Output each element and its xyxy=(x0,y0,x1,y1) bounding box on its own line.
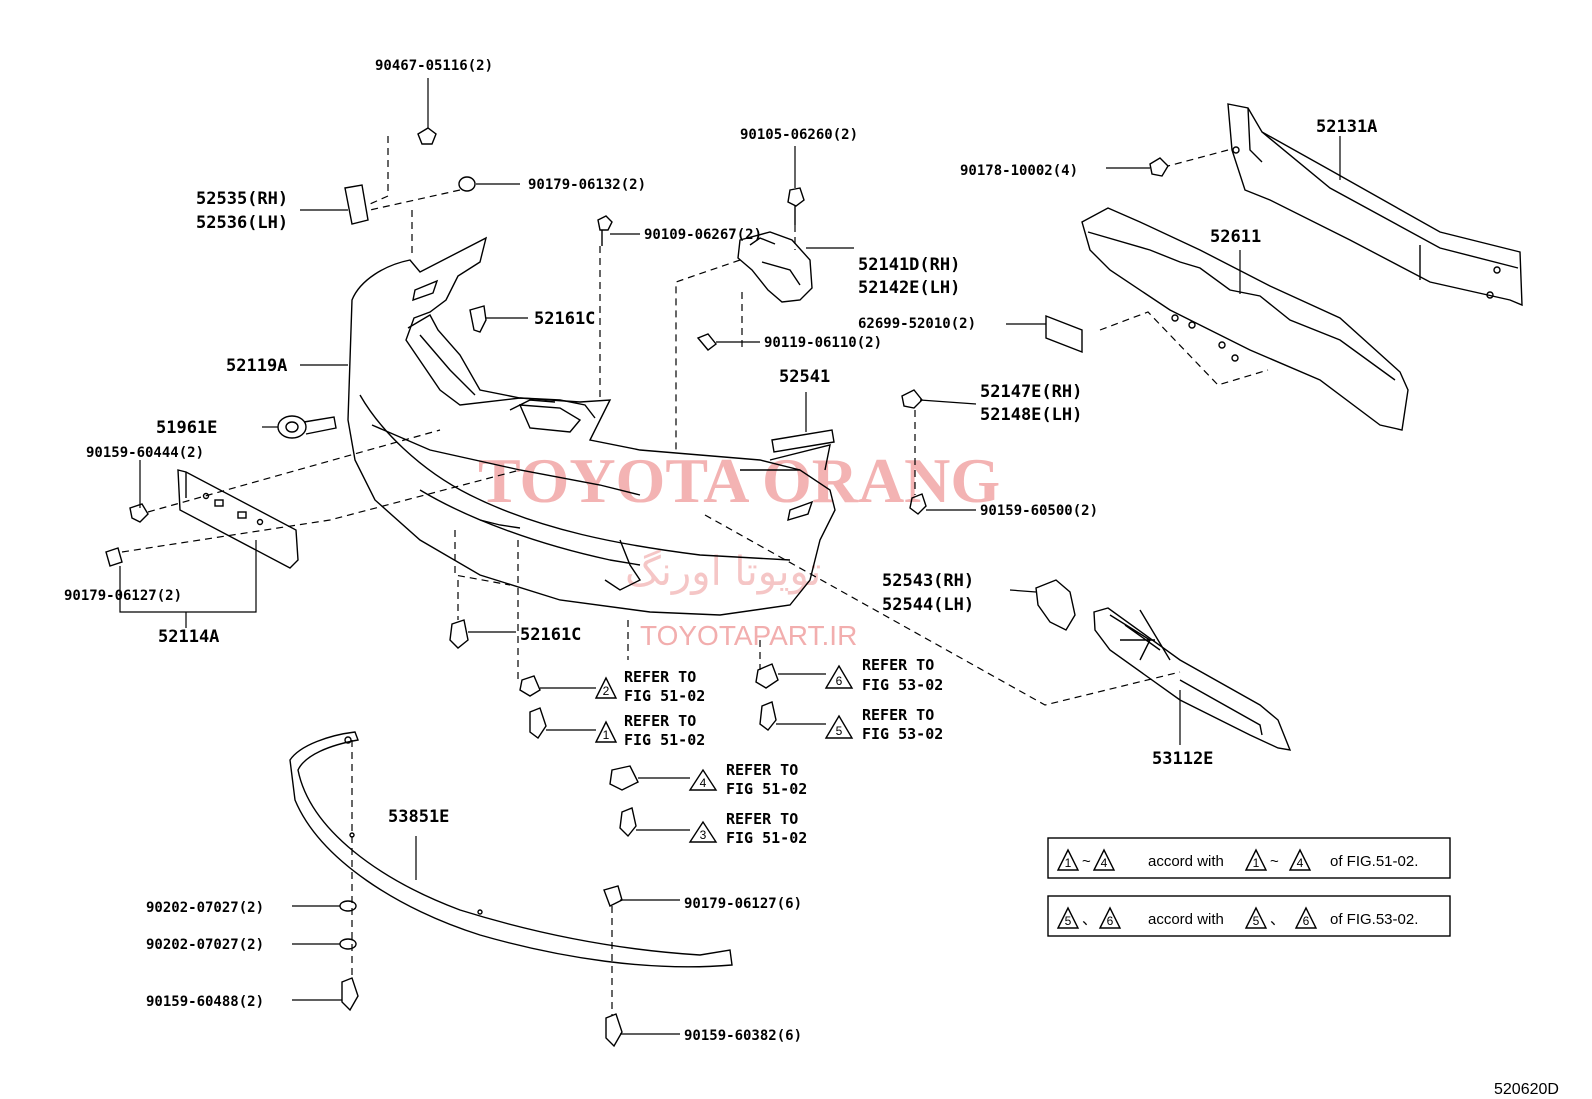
svg-text:2: 2 xyxy=(603,684,610,698)
svg-text:FIG 51-02: FIG 51-02 xyxy=(726,829,807,847)
svg-text:REFER TO: REFER TO xyxy=(726,761,798,779)
svg-text:FIG 51-02: FIG 51-02 xyxy=(726,780,807,798)
label-52141d: 52141D(RH) xyxy=(858,255,960,275)
svg-text:4: 4 xyxy=(700,776,707,790)
label-52161c-top: 52161C xyxy=(534,309,595,329)
svg-text:FIG 51-02: FIG 51-02 xyxy=(624,731,705,749)
svg-text:5: 5 xyxy=(1065,914,1072,928)
label-90179-06127-right: 90179-06127(6) xyxy=(684,896,802,912)
label-90178-10002: 90178-10002(4) xyxy=(960,163,1078,179)
svg-text:3: 3 xyxy=(700,828,707,842)
label-52147e: 52147E(RH) xyxy=(980,382,1082,402)
svg-text:1: 1 xyxy=(1253,856,1260,870)
svg-text:REFER TO: REFER TO xyxy=(726,810,798,828)
label-52543: 52543(RH) xyxy=(882,571,974,591)
refer-callouts: 2 REFER TO FIG 51-02 1 REFER TO FIG 51-0… xyxy=(594,656,943,847)
note-box: 5 、 6 accord with 5 、 6 of FIG.53-02. xyxy=(1047,895,1451,937)
refer-callout: 4 REFER TO FIG 51-02 xyxy=(688,761,807,798)
label-53112e: 53112E xyxy=(1152,749,1213,769)
towing-eye-drawing xyxy=(277,415,337,439)
label-52142e: 52142E(LH) xyxy=(858,278,960,298)
label-52535: 52535(RH) xyxy=(196,189,288,209)
svg-text:4: 4 xyxy=(1101,856,1108,870)
svg-text:~: ~ xyxy=(1270,853,1279,870)
svg-text:~: ~ xyxy=(1082,853,1091,870)
watermark-brand: TOYOTA ORANG xyxy=(478,445,1000,516)
svg-text:、: 、 xyxy=(1082,911,1097,928)
svg-text:4: 4 xyxy=(1297,856,1304,870)
label-90119-06110: 90119-06110(2) xyxy=(764,335,882,351)
label-90105-06260: 90105-06260(2) xyxy=(740,127,858,143)
svg-text:of FIG.51-02.: of FIG.51-02. xyxy=(1330,853,1418,870)
svg-text:1: 1 xyxy=(603,728,610,742)
svg-text:、: 、 xyxy=(1270,911,1285,928)
label-90159-60488: 90159-60488(2) xyxy=(146,994,264,1010)
label-52131a: 52131A xyxy=(1316,117,1377,137)
svg-text:REFER TO: REFER TO xyxy=(862,706,934,724)
svg-text:FIG 51-02: FIG 51-02 xyxy=(624,687,705,705)
refer-callout: 6 REFER TO FIG 53-02 xyxy=(824,656,943,694)
watermark-url: TOYOTAPART.IR xyxy=(640,620,857,651)
label-90159-60382: 90159-60382(6) xyxy=(684,1028,802,1044)
svg-text:REFER TO: REFER TO xyxy=(624,668,696,686)
label-90179-06127-left: 90179-06127(2) xyxy=(64,588,182,604)
label-52541: 52541 xyxy=(779,367,830,387)
lower-spoiler-drawing xyxy=(289,731,733,968)
svg-text:FIG 53-02: FIG 53-02 xyxy=(862,676,943,694)
energy-absorber-drawing xyxy=(1081,207,1409,431)
label-90202-07027-a: 90202-07027(2) xyxy=(146,900,264,916)
refer-callout: 1 REFER TO FIG 51-02 xyxy=(594,712,705,749)
label-52119a: 52119A xyxy=(226,356,287,376)
svg-text:6: 6 xyxy=(836,674,843,688)
svg-text:5: 5 xyxy=(836,724,843,738)
label-52161c-bottom: 52161C xyxy=(520,625,581,645)
fog-cover-drawing xyxy=(1035,579,1076,631)
bumper-reinforcement-drawing xyxy=(1227,103,1523,307)
label-90159-60444: 90159-60444(2) xyxy=(86,445,204,461)
svg-text:of FIG.53-02.: of FIG.53-02. xyxy=(1330,911,1418,928)
figure-code: 520620D xyxy=(1494,1081,1559,1098)
label-62699-52010: 62699-52010(2) xyxy=(858,316,976,332)
svg-text:accord with: accord with xyxy=(1148,853,1224,870)
label-53851e: 53851E xyxy=(388,807,449,827)
license-bracket-drawing xyxy=(177,469,299,569)
label-90467-05116: 90467-05116(2) xyxy=(375,58,493,74)
svg-text:FIG 53-02: FIG 53-02 xyxy=(862,725,943,743)
side-bracket-drawing xyxy=(737,231,813,303)
label-52114a: 52114A xyxy=(158,627,219,647)
svg-text:REFER TO: REFER TO xyxy=(624,712,696,730)
svg-text:6: 6 xyxy=(1107,914,1114,928)
lower-grille-drawing xyxy=(1093,607,1292,751)
refer-callout: 2 REFER TO FIG 51-02 xyxy=(594,668,705,705)
label-52148e: 52148E(LH) xyxy=(980,405,1082,425)
svg-text:accord with: accord with xyxy=(1148,911,1224,928)
label-52536: 52536(LH) xyxy=(196,213,288,233)
leader-lines xyxy=(119,78,1341,1035)
label-52611: 52611 xyxy=(1210,227,1261,247)
part-labels: 90467-05116(2) 52535(RH) 52536(LH) 90179… xyxy=(64,58,1377,1044)
strip-52541-drawing xyxy=(771,429,835,453)
label-52544: 52544(LH) xyxy=(882,595,974,615)
label-90202-07027-b: 90202-07027(2) xyxy=(146,937,264,953)
note-box: 1 ~ 4 accord with 1 ~ 4 of FIG.51-02. xyxy=(1047,837,1451,879)
label-51961e: 51961E xyxy=(156,418,217,438)
bumper-cover-drawing xyxy=(347,236,836,616)
label-90179-06132: 90179-06132(2) xyxy=(528,177,646,193)
label-90159-60500: 90159-60500(2) xyxy=(980,503,1098,519)
svg-text:REFER TO: REFER TO xyxy=(862,656,934,674)
assembly-lines xyxy=(121,136,1269,1016)
svg-text:5: 5 xyxy=(1253,914,1260,928)
svg-text:1: 1 xyxy=(1065,856,1072,870)
label-90109-06267: 90109-06267(2) xyxy=(644,227,762,243)
refer-callout: 5 REFER TO FIG 53-02 xyxy=(824,706,943,743)
refer-callout: 3 REFER TO FIG 51-02 xyxy=(688,810,807,847)
pad-62699-drawing xyxy=(1045,314,1083,354)
svg-text:6: 6 xyxy=(1303,914,1310,928)
